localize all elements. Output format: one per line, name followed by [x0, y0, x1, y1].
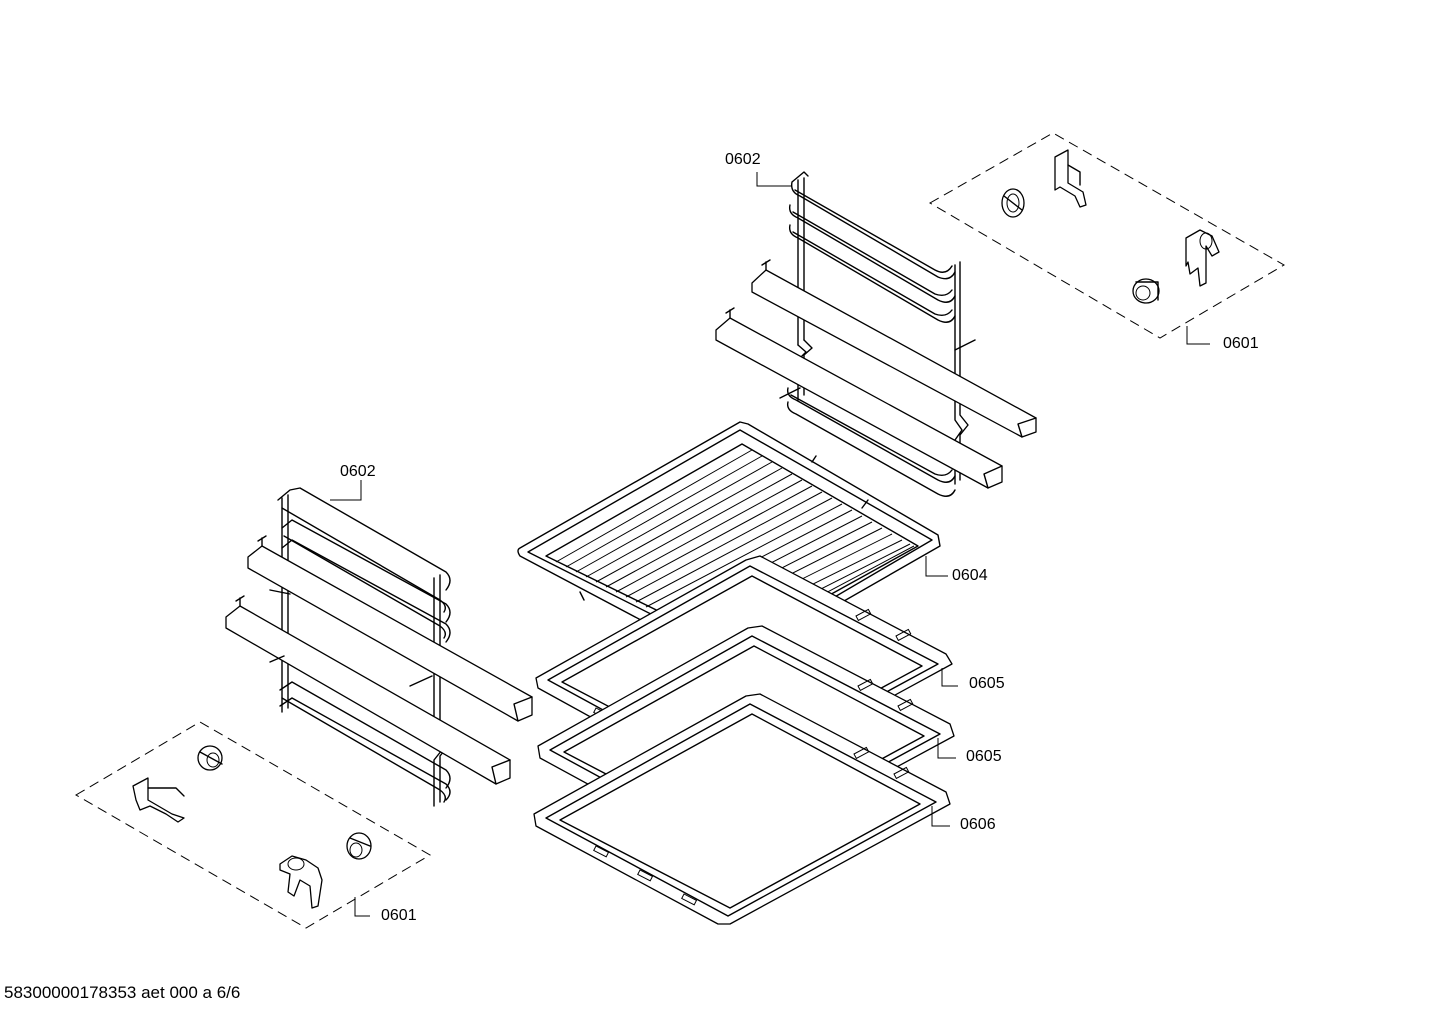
callout-tray-middle: 0605: [966, 748, 1002, 765]
baking-tray-lower: [533, 693, 951, 925]
side-rack-left: [225, 487, 533, 807]
clip-knob-left-2: [346, 832, 372, 860]
callout-clips-right: 0601: [1223, 335, 1259, 352]
callout-rack-right: 0602: [725, 151, 761, 168]
clip-bracket-left-1: [132, 777, 185, 823]
clip-knob-right-2: [1132, 278, 1160, 304]
side-rack-right: [715, 171, 1037, 497]
clip-bracket-right-2: [1185, 229, 1220, 287]
clip-knob-left-1: [197, 745, 223, 771]
clip-set-right: [929, 132, 1285, 339]
clip-bracket-right-1: [1054, 149, 1087, 208]
callout-tray-upper: 0605: [969, 675, 1005, 692]
callout-tray-lower: 0606: [960, 816, 996, 833]
clip-set-left: [75, 721, 431, 929]
callout-clips-left: 0601: [381, 907, 417, 924]
clip-knob-right-1: [1001, 188, 1025, 218]
callout-grid-shelf: 0604: [952, 567, 988, 584]
callout-rack-left: 0602: [340, 463, 376, 480]
document-footer-id: 58300000178353 aet 000 a 6/6: [4, 983, 241, 1002]
clip-bracket-left-2: [279, 855, 323, 909]
